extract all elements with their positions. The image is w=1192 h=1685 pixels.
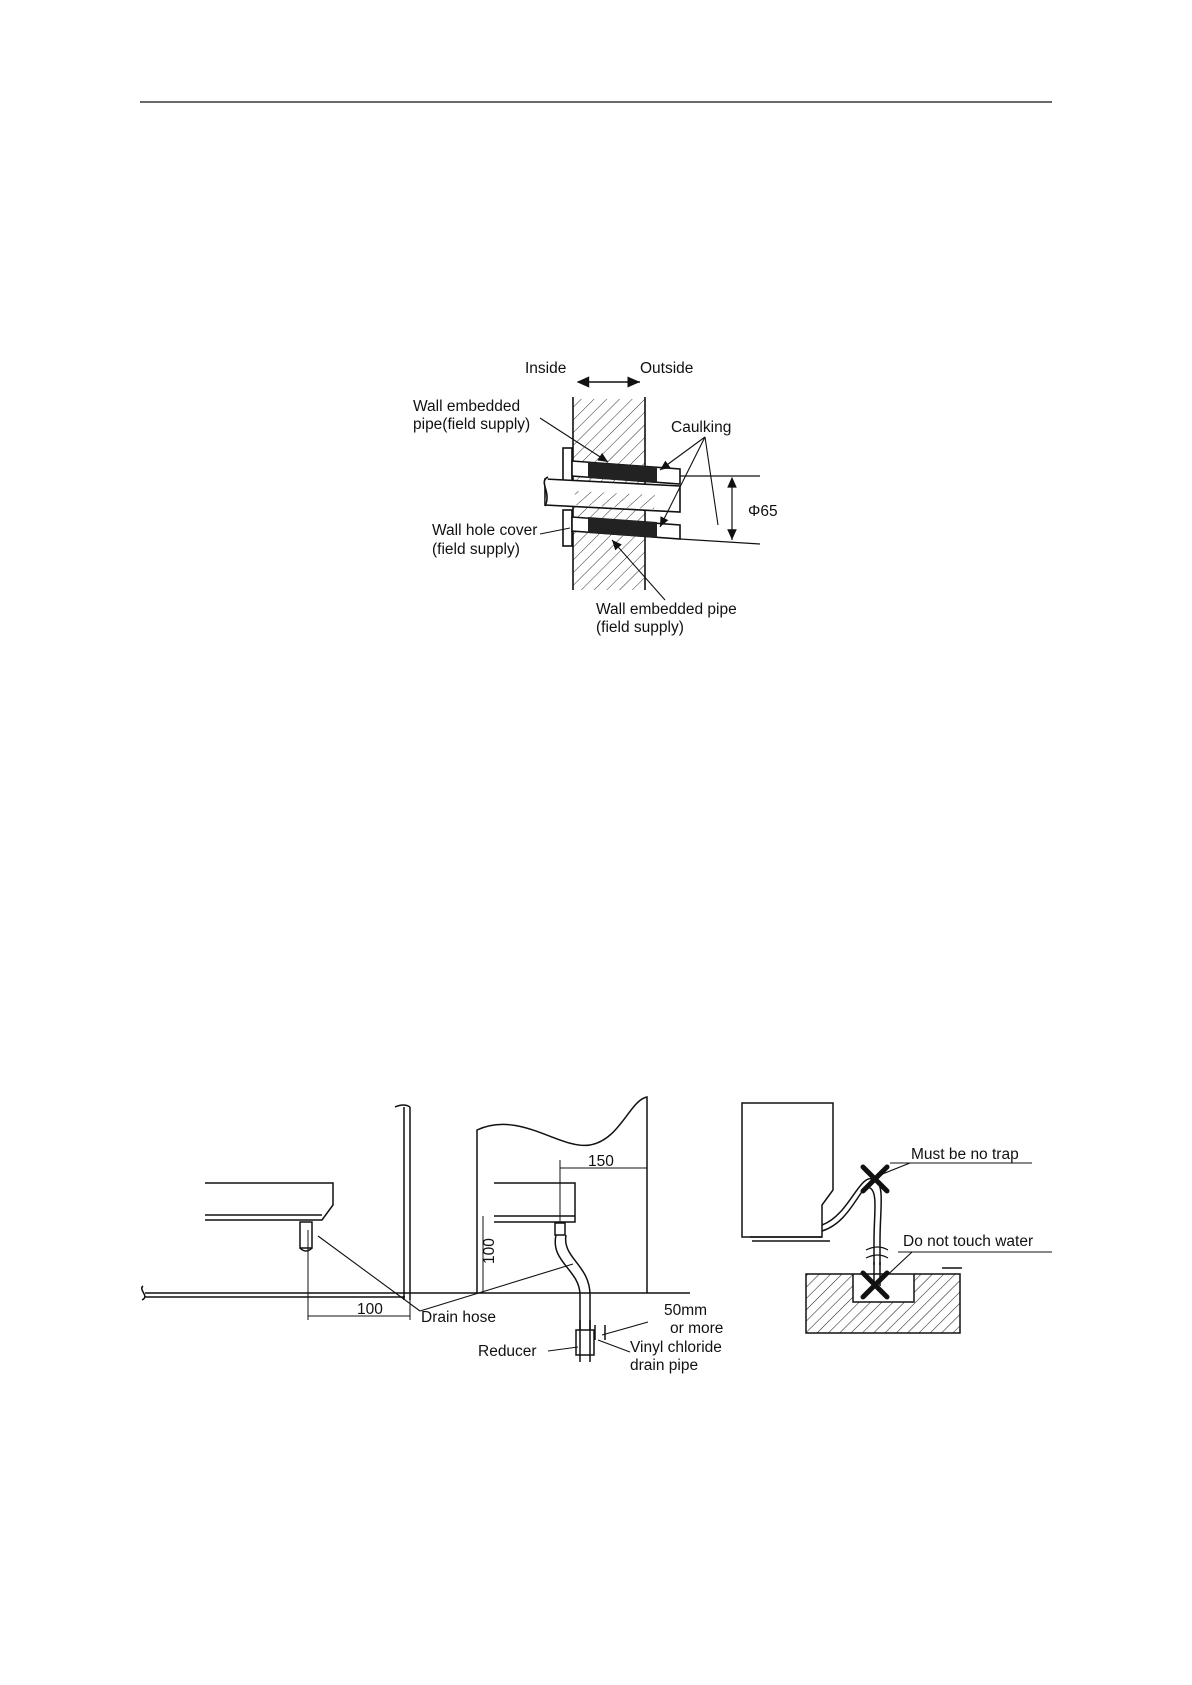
label-hole-cover-2: (field supply) [432,541,520,558]
label-vinyl-2: drain pipe [630,1357,698,1374]
label-distance-1: 50mm [664,1302,707,1319]
label-diameter: Φ65 [748,503,778,520]
trap-labels: Must be no trap Do not touch water [903,1146,1033,1250]
drain-figure [142,1097,690,1362]
label-vinyl-1: Vinyl chloride [630,1339,722,1356]
label-hole-cover-1: Wall hole cover [432,522,537,539]
label-dim-100-v: 100 [481,1238,498,1264]
wall-hole-cover-top [563,448,572,484]
indoor-unit-right [742,1103,833,1237]
label-embedded-pipe-bottom-1: Wall embedded pipe [596,601,737,618]
water-pit [806,1274,960,1333]
label-embedded-pipe-top-2: pipe(field supply) [413,416,530,433]
label-outside: Outside [640,360,693,377]
label-dim-100-h: 100 [357,1301,383,1318]
drain-hose-middle [555,1235,590,1340]
label-distance-2: or more [670,1320,723,1337]
label-drain-hose: Drain hose [421,1309,496,1326]
label-dim-150: 150 [588,1153,614,1170]
x-mark-water [863,1273,887,1297]
label-no-water: Do not touch water [903,1233,1033,1250]
trap-figure [742,1103,1052,1333]
label-no-trap: Must be no trap [911,1146,1019,1163]
wall-pipe-figure [540,382,760,600]
middle-wall [477,1097,647,1293]
label-inside: Inside [525,360,566,377]
label-reducer: Reducer [478,1343,537,1360]
label-caulking: Caulking [671,419,731,436]
label-embedded-pipe-top-1: Wall embedded [413,398,520,415]
drain-labels: 100 Drain hose 150 100 50mm or more Redu… [357,1153,723,1374]
label-embedded-pipe-bottom-2: (field supply) [596,619,684,636]
